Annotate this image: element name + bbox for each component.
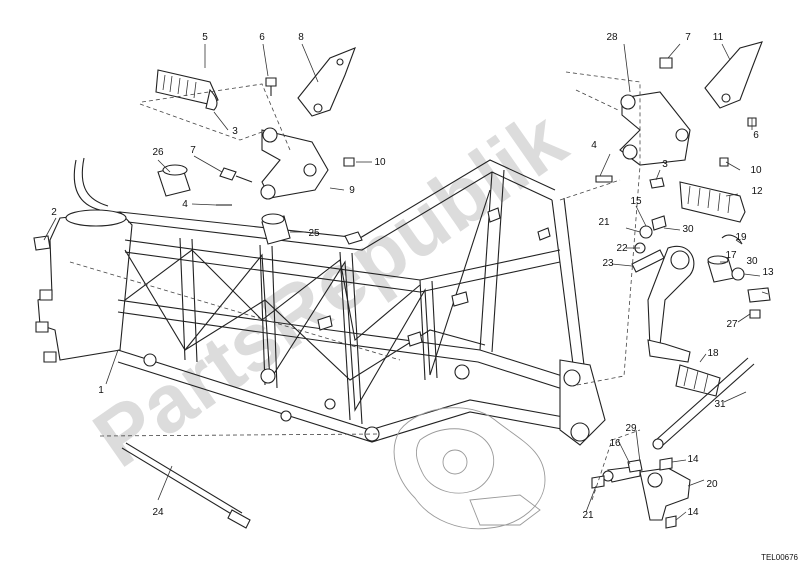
reference-lines bbox=[69, 71, 641, 501]
callout-7-right: 7 bbox=[685, 32, 691, 43]
callout-4-left: 4 bbox=[182, 199, 188, 210]
engine-ghost-outline bbox=[393, 407, 546, 530]
callout-27: 27 bbox=[726, 319, 738, 330]
callout-8: 8 bbox=[298, 32, 304, 43]
callout-30-lower: 30 bbox=[746, 256, 758, 267]
callout-21-upper: 21 bbox=[598, 217, 610, 228]
callout-9: 9 bbox=[349, 185, 355, 196]
callout-28: 28 bbox=[606, 32, 618, 43]
callout-1: 1 bbox=[98, 385, 104, 396]
callout-20: 20 bbox=[706, 479, 718, 490]
callout-12: 12 bbox=[751, 186, 763, 197]
right-footpeg bbox=[679, 181, 746, 223]
brake-pedal-pad bbox=[675, 364, 721, 397]
callout-29: 29 bbox=[625, 423, 637, 434]
callout-6-right: 6 bbox=[753, 130, 759, 141]
callout-26: 26 bbox=[152, 147, 164, 158]
callout-3-left: 3 bbox=[232, 126, 238, 137]
callout-2: 2 bbox=[51, 207, 57, 218]
callout-10-left: 10 bbox=[374, 157, 386, 168]
left-footrest-group bbox=[33, 47, 356, 251]
callout-17: 17 bbox=[725, 250, 737, 261]
right-footrest-group bbox=[591, 41, 771, 529]
right-heel-guard bbox=[704, 41, 763, 109]
left-heel-guard bbox=[297, 47, 356, 117]
callout-18: 18 bbox=[707, 348, 719, 359]
callout-6-left: 6 bbox=[259, 32, 265, 43]
callout-7-left: 7 bbox=[190, 145, 196, 156]
callout-23: 23 bbox=[602, 258, 614, 269]
callout-21-lower: 21 bbox=[582, 510, 594, 521]
callout-24: 24 bbox=[152, 507, 164, 518]
callout-19: 19 bbox=[735, 232, 747, 243]
callout-14-lower: 14 bbox=[687, 507, 699, 518]
main-frame bbox=[35, 157, 606, 446]
callout-22: 22 bbox=[616, 243, 628, 254]
callout-30-upper: 30 bbox=[682, 224, 694, 235]
callout-labels: 1 2 3 3 4 4 5 6 6 7 7 8 9 10 10 11 12 13… bbox=[51, 32, 774, 521]
master-cylinder-linkage bbox=[639, 467, 691, 521]
callout-4-right: 4 bbox=[591, 140, 597, 151]
callout-3-right: 3 bbox=[662, 159, 668, 170]
callout-5: 5 bbox=[202, 32, 208, 43]
callout-31: 31 bbox=[714, 399, 726, 410]
callout-14-upper: 14 bbox=[687, 454, 699, 465]
callout-10-right: 10 bbox=[750, 165, 762, 176]
callout-16: 16 bbox=[609, 438, 621, 449]
callout-13: 13 bbox=[762, 267, 774, 278]
leader-lines bbox=[43, 43, 769, 521]
drawing-code: TEL00676 bbox=[761, 553, 798, 562]
long-bolt bbox=[121, 442, 251, 529]
callout-15: 15 bbox=[630, 196, 642, 207]
callout-25: 25 bbox=[308, 228, 320, 239]
callout-11: 11 bbox=[713, 32, 724, 43]
